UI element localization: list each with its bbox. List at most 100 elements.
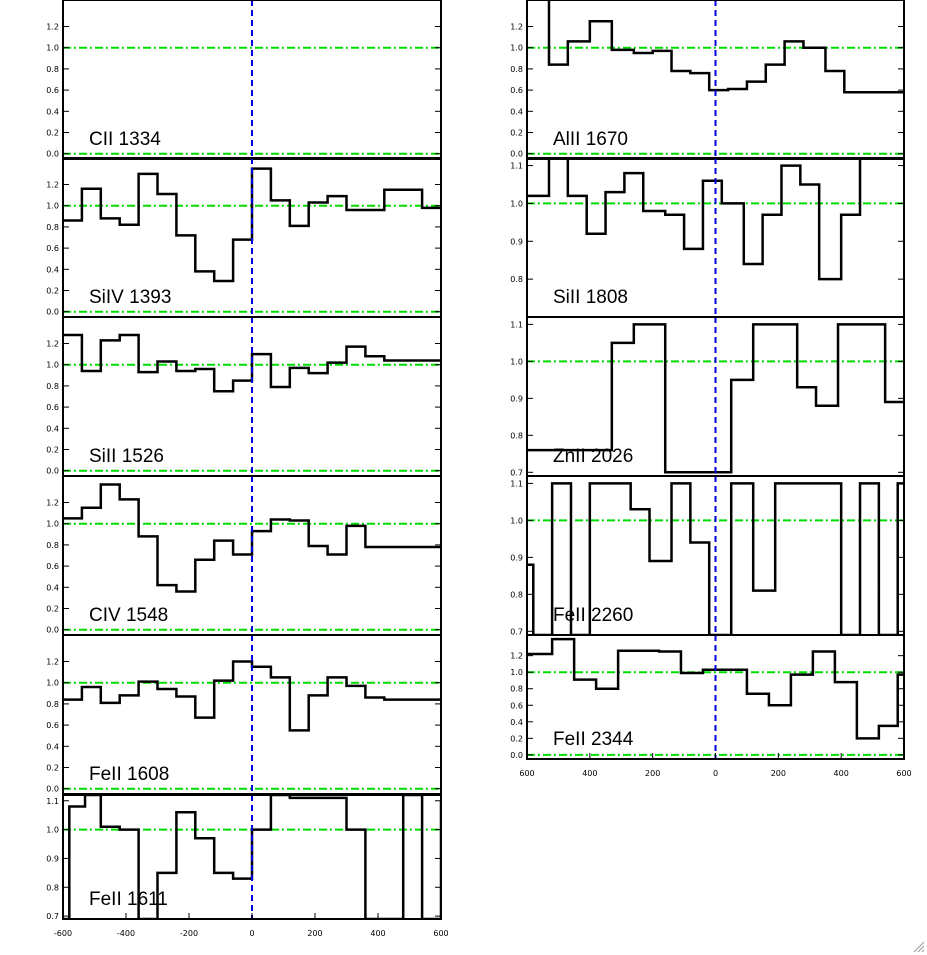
y-tick-label: 0.4 (510, 718, 523, 727)
y-tick-label: 0.8 (510, 275, 523, 284)
panel-label: AlII 1670 (553, 129, 628, 150)
y-tick-label: 1.0 (46, 202, 59, 211)
y-tick-label: 0.2 (46, 446, 59, 455)
x-tick-label: 400 (834, 769, 849, 778)
x-tick-label: 200 (771, 769, 786, 778)
y-tick-label: 0.6 (46, 244, 59, 253)
y-tick-label: 1.2 (46, 658, 59, 667)
y-tick-label: 0.2 (510, 129, 523, 138)
spectrum-step-line (527, 637, 904, 740)
y-tick-label: 1.1 (510, 320, 523, 329)
y-tick-label: 0.4 (46, 265, 59, 274)
y-tick-label: 1.0 (510, 199, 523, 208)
panel-label: FeII 2260 (553, 605, 633, 626)
panel-label: SiIV 1393 (89, 287, 171, 308)
x-tick-label: 0 (249, 929, 254, 938)
y-tick-label: 1.1 (510, 162, 523, 171)
y-tick-label: 0.2 (510, 734, 523, 743)
x-tick-label: 200 (645, 769, 660, 778)
y-tick-label: 0.0 (510, 751, 523, 760)
spectrum-step-line (527, 482, 904, 635)
y-tick-label: 1.2 (510, 652, 523, 661)
y-tick-label: 0.8 (46, 382, 59, 391)
spectrum-step-line (547, 0, 904, 94)
y-tick-label: 1.0 (510, 668, 523, 677)
spectrum-step-line (63, 795, 441, 919)
resize-grip-icon[interactable] (911, 939, 925, 953)
y-tick-label: 0.7 (510, 468, 523, 477)
y-tick-label: 0.8 (46, 883, 59, 892)
x-tick-label: -200 (180, 929, 198, 938)
y-tick-label: 0.8 (510, 431, 523, 440)
y-tick-label: 0.6 (46, 403, 59, 412)
y-tick-label: 0.0 (46, 626, 59, 635)
x-tick-label: -600 (54, 929, 72, 938)
y-tick-label: 0.8 (510, 685, 523, 694)
left-column-x-axis: -600 -400 -200 0 200 400 600 (54, 913, 449, 938)
y-tick-label: 0.0 (46, 785, 59, 794)
panel-label: CII 1334 (89, 129, 161, 150)
y-tick-label: 0.7 (510, 627, 523, 636)
y-tick-label: 0.2 (46, 129, 59, 138)
y-tick-label: 0.4 (510, 107, 523, 116)
y-tick-label: 0.6 (46, 562, 59, 571)
y-tick-label: 1.2 (46, 499, 59, 508)
y-tick-label: 0.4 (46, 583, 59, 592)
y-tick-label: 1.0 (46, 520, 59, 529)
y-tick-label: 0.6 (46, 86, 59, 95)
spectrum-step-line (63, 660, 441, 732)
y-tick-label: 0.8 (46, 541, 59, 550)
x-tick-label: 400 (370, 929, 385, 938)
y-tick-label: 1.1 (510, 479, 523, 488)
y-tick-label: 0.4 (46, 742, 59, 751)
y-tick-label: 0.8 (510, 590, 523, 599)
y-tick-label: 0.0 (46, 308, 59, 317)
y-tick-label: 1.2 (510, 23, 523, 32)
x-tick-label: 600 (519, 769, 534, 778)
panel-label: ZnII 2026 (553, 446, 633, 467)
y-tick-label: 0.8 (46, 65, 59, 74)
y-tick-label: 0.0 (46, 150, 59, 159)
y-tick-label: 1.2 (46, 340, 59, 349)
y-tick-label: 1.0 (46, 361, 59, 370)
y-tick-label: 0.4 (46, 424, 59, 433)
y-tick-label: 0.7 (46, 912, 59, 921)
panel-label: SiII 1808 (553, 287, 628, 308)
panel-label: SiII 1526 (89, 446, 164, 467)
y-tick-label: 0.9 (510, 553, 523, 562)
x-tick-label: -400 (117, 929, 135, 938)
y-tick-label: 0.4 (46, 107, 59, 116)
spectrum-step-line (527, 158, 904, 281)
y-tick-label: 0.2 (46, 287, 59, 296)
y-tick-label: 0.8 (510, 65, 523, 74)
y-tick-label: 0.9 (510, 237, 523, 246)
y-tick-label: 1.2 (46, 23, 59, 32)
spectrum-step-line (63, 483, 441, 593)
spectrum-step-line (63, 333, 441, 393)
spectrum-step-line (63, 167, 441, 283)
y-tick-label: 0.8 (46, 700, 59, 709)
y-tick-label: 1.0 (510, 357, 523, 366)
x-tick-label: 600 (433, 929, 448, 938)
y-tick-label: 0.9 (510, 394, 523, 403)
x-tick-label: 400 (582, 769, 597, 778)
y-tick-label: 0.9 (46, 854, 59, 863)
y-tick-label: 1.0 (46, 679, 59, 688)
y-tick-label: 0.2 (46, 764, 59, 773)
x-tick-label: 200 (307, 929, 322, 938)
y-tick-label: 0.0 (46, 467, 59, 476)
panel-label: FeII 1611 (89, 889, 168, 910)
y-tick-label: 0.6 (510, 86, 523, 95)
